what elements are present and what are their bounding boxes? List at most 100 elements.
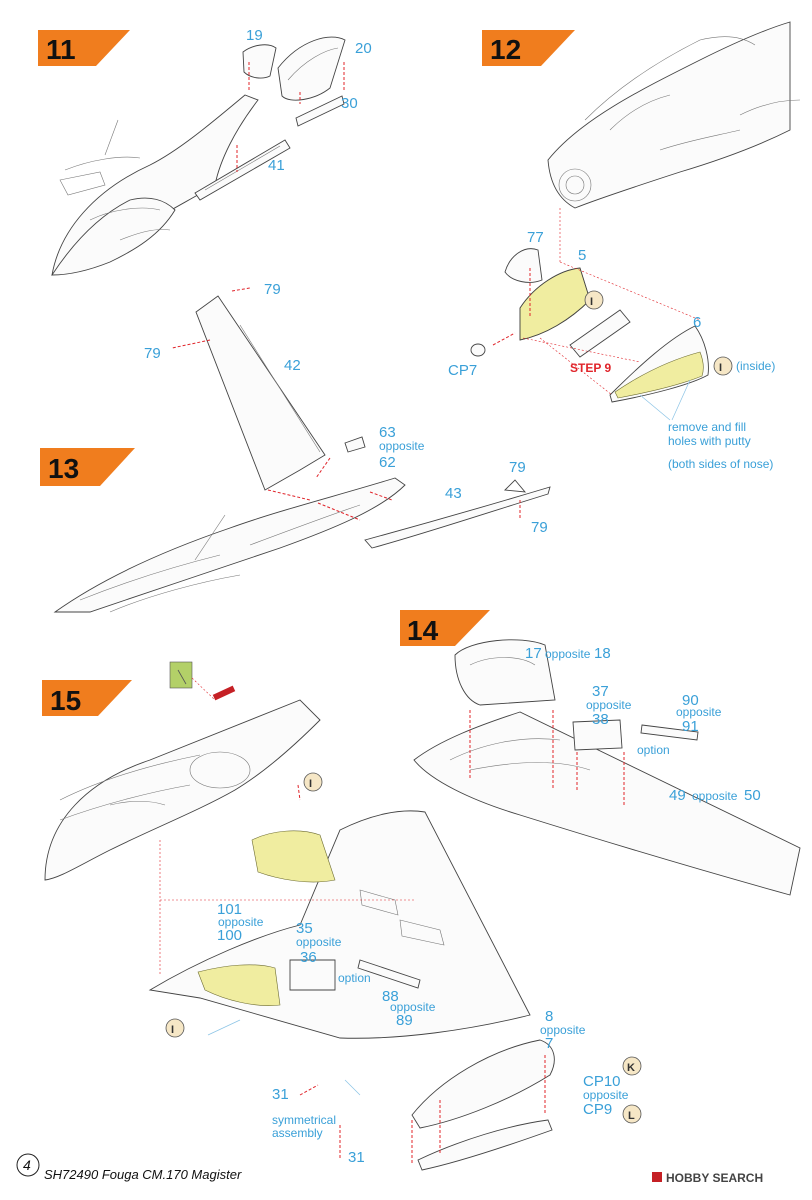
step-15-number: 15 xyxy=(50,685,81,716)
paint-callout-l: L xyxy=(622,1104,642,1124)
label-cp9: CP9 xyxy=(583,1101,612,1118)
part-37-bracket xyxy=(572,719,623,751)
step-11-group: 11 19 20 30 41 xyxy=(38,27,372,276)
label-90: 90 xyxy=(682,692,699,709)
label-100: 100 xyxy=(217,927,242,944)
label-cp10: CP10 xyxy=(583,1073,621,1090)
label-17-opposite: opposite xyxy=(545,647,591,661)
part-90-bracket xyxy=(640,724,699,741)
step-13-number: 13 xyxy=(48,453,79,484)
part-30-frame xyxy=(295,95,345,127)
label-cp-opposite: opposite xyxy=(583,1088,629,1102)
svg-text:I: I xyxy=(590,296,593,308)
red-part xyxy=(212,685,236,701)
label-5: 5 xyxy=(578,247,586,264)
part-17-wheelwell xyxy=(454,639,556,706)
label-18: 18 xyxy=(594,645,611,662)
step-12-number: 12 xyxy=(490,34,521,65)
label-63: 63 xyxy=(379,424,396,441)
label-35: 35 xyxy=(296,920,313,937)
note-line-3: (both sides of nose) xyxy=(668,457,773,471)
paint-callout-i-panel: I xyxy=(165,1018,185,1038)
label-101-opposite: opposite xyxy=(218,915,264,929)
step-14-banner xyxy=(400,610,490,646)
step-13-banner xyxy=(40,448,135,486)
label-88-opposite: opposite xyxy=(390,1000,436,1014)
page-number: 4 xyxy=(23,1157,31,1173)
part-insert xyxy=(569,309,631,358)
step-15-group: 15 xyxy=(42,661,642,1171)
step-12-banner xyxy=(482,30,575,66)
paint-callout-i-wing: I xyxy=(303,772,323,792)
label-79-r1: 79 xyxy=(509,459,526,476)
step-15-banner xyxy=(42,680,132,716)
page-number-circle xyxy=(16,1153,40,1177)
part-cp7 xyxy=(470,343,486,357)
part-42-fin xyxy=(195,295,326,491)
label-37: 37 xyxy=(592,683,609,700)
label-8-opposite: opposite xyxy=(540,1023,586,1037)
label-17: 17 xyxy=(525,645,542,662)
step-11-banner xyxy=(38,30,130,66)
label-79-top: 79 xyxy=(264,281,281,298)
label-inside: (inside) xyxy=(736,359,775,373)
hobby-search-logo: HOBBY SEARCH xyxy=(652,1171,763,1185)
svg-text:HOBBY SEARCH: HOBBY SEARCH xyxy=(666,1171,763,1185)
svg-text:L: L xyxy=(628,1110,635,1122)
paint-callout-i-inside: I xyxy=(713,356,733,376)
step-12-group: 12 I I 77 xyxy=(448,21,801,471)
label-91: 91 xyxy=(682,718,699,735)
label-cp7: CP7 xyxy=(448,362,477,379)
part-100-panel xyxy=(197,964,281,1006)
label-30: 30 xyxy=(341,95,358,112)
label-43: 43 xyxy=(445,485,462,502)
label-79-r2: 79 xyxy=(531,519,548,536)
label-50: 50 xyxy=(744,787,761,804)
footer-title: SH72490 Fouga CM.170 Magister xyxy=(44,1167,242,1182)
label-20: 20 xyxy=(355,40,372,57)
label-option: option xyxy=(338,971,371,985)
label-77: 77 xyxy=(527,229,544,246)
note-line-2: holes with putty xyxy=(668,434,751,448)
footer: 4 SH72490 Fouga CM.170 Magister HOBBY SE… xyxy=(16,1153,763,1185)
step-12-fuselage xyxy=(547,21,791,209)
step-13-fuselage xyxy=(53,477,406,613)
part-20-canopy xyxy=(277,36,346,101)
part-tip-tank-lower xyxy=(417,1119,553,1171)
paint-callout-i: I xyxy=(584,290,604,310)
part-77-fairing xyxy=(504,248,543,283)
note-line-1: remove and fill xyxy=(668,420,746,434)
label-31-a: 31 xyxy=(272,1086,289,1103)
label-49: 49 xyxy=(669,787,686,804)
label-6: 6 xyxy=(693,314,701,331)
label-41: 41 xyxy=(268,157,285,174)
part-wing-lower xyxy=(148,810,531,1039)
label-31-b: 31 xyxy=(348,1149,365,1166)
step-11-fuselage-lower xyxy=(51,197,176,276)
step-14-group: 14 17 opposite 18 37 opposite 38 90 oppo… xyxy=(400,610,801,896)
step-15-fuselage xyxy=(44,699,321,881)
step-9-reference: STEP 9 xyxy=(570,361,611,375)
label-89: 89 xyxy=(396,1012,413,1029)
part-43-tailplane xyxy=(364,486,551,549)
part-63-part xyxy=(344,436,366,453)
label-symmetrical: symmetrical xyxy=(272,1113,336,1127)
label-37-opposite: opposite xyxy=(586,698,632,712)
label-assembly: assembly xyxy=(272,1126,323,1140)
part-88-bracket xyxy=(357,959,421,989)
paint-callout-k: K xyxy=(622,1056,642,1076)
svg-text:K: K xyxy=(627,1062,635,1074)
label-42: 42 xyxy=(284,357,301,374)
step-14-number: 14 xyxy=(407,615,439,646)
part-wing-bay xyxy=(251,830,336,883)
part-tip-tank xyxy=(411,1039,555,1129)
label-62: 62 xyxy=(379,454,396,471)
label-63-opposite: opposite xyxy=(379,439,425,453)
label-90-opposite: opposite xyxy=(676,705,722,719)
step-11-number: 11 xyxy=(46,34,76,65)
label-38: 38 xyxy=(592,711,609,728)
step-13-group: 13 79 79 42 63 opposite 62 43 79 79 xyxy=(40,281,551,613)
part-35-bracket xyxy=(289,959,336,991)
label-101: 101 xyxy=(217,901,242,918)
label-7: 7 xyxy=(545,1035,553,1052)
